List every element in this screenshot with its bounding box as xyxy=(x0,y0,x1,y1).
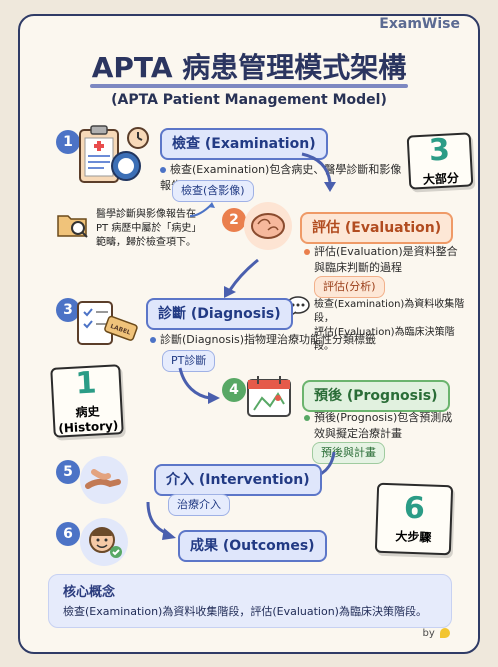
paper-history: 1 病史 (History) xyxy=(50,364,124,438)
step-2-tag: 評估(分析) xyxy=(314,276,385,298)
core-concept-title: 核心概念 xyxy=(63,585,116,600)
clipboard-icon xyxy=(70,120,150,190)
left-note-line1: 醫學診斷與影像報告在 xyxy=(96,209,196,220)
checklist-label-icon: LABEL xyxy=(72,296,138,348)
right-note: 檢查(Examination)為資料收集階段， 評估(Evaluation)為臨… xyxy=(314,298,474,354)
step-4-desc: 預後(Prognosis)包含預測成 效與擬定治療計畫 xyxy=(304,410,464,442)
step-4-title: 預後 (Prognosis) xyxy=(302,380,450,412)
brand-logo: ExamWise xyxy=(379,16,460,32)
page-title: APTA 病患管理模式架構 xyxy=(91,51,407,84)
core-concept-text: 檢查(Examination)為資料收集階段，評估(Evaluation)為臨床… xyxy=(63,605,427,618)
paper-history-line2: (History) xyxy=(58,417,119,436)
paper-6-steps: 6 大步驟 xyxy=(374,482,454,556)
step-3-desc-text: 診斷(Diagnosis)指物理治療功能性分類標籤 xyxy=(160,333,377,346)
paper-3-parts: 3 大部分 xyxy=(406,131,474,190)
step-3-desc: 診斷(Diagnosis)指物理治療功能性分類標籤 xyxy=(150,332,400,348)
flow-arrow-icon xyxy=(224,258,259,298)
step-2-desc: 評估(Evaluation)是資料整合 與臨床判斷的過程 xyxy=(304,244,464,276)
step-3-title: 診斷 (Diagnosis) xyxy=(146,298,293,330)
step-6-number: 6 xyxy=(56,522,80,546)
step-1-tag: 檢查(含影像) xyxy=(172,180,254,202)
paper-3-label: 大部分 xyxy=(422,170,460,187)
paper-history-number: 1 xyxy=(74,365,98,402)
step-2-desc-line1: 評估(Evaluation)是資料整合 xyxy=(314,245,458,258)
step-6-title: 成果 (Outcomes) xyxy=(178,530,327,562)
paper-6-label: 大步驟 xyxy=(395,528,432,545)
left-note-line2: PT 病歷中屬於「病史」 xyxy=(96,223,202,234)
calendar-map-icon xyxy=(244,374,294,420)
step-3-number: 3 xyxy=(56,298,80,322)
step-1-number: 1 xyxy=(56,130,80,154)
core-concept-box: 核心概念 檢查(Examination)為資料收集階段，評估(Evaluatio… xyxy=(48,574,452,628)
step-3-tag: PT診斷 xyxy=(162,350,216,372)
flow-arrow-icon xyxy=(146,501,176,540)
step-4-desc-line2: 效與擬定治療計畫 xyxy=(314,427,402,440)
step-2-desc-line2: 與臨床判斷的過程 xyxy=(314,261,402,274)
right-note-line1: 檢查(Examination)為資料收集階段， xyxy=(314,299,465,324)
author-credit: by xyxy=(423,628,450,639)
paper-3-number: 3 xyxy=(428,131,451,169)
step-5-title: 介入 (Intervention) xyxy=(154,464,322,496)
left-note-line3: 範疇，歸於檢查項下。 xyxy=(96,237,196,248)
flow-arrow-icon xyxy=(178,367,220,404)
step-2-title: 評估 (Evaluation) xyxy=(300,212,454,244)
title-underline xyxy=(90,84,408,88)
note-arrow-icon xyxy=(189,202,215,217)
page-subtitle: (APTA Patient Management Model) xyxy=(111,92,387,108)
bullet-icon xyxy=(160,167,166,173)
patient-smile-icon xyxy=(80,518,128,566)
bullet-icon xyxy=(304,249,310,255)
step-2-number: 2 xyxy=(222,208,246,232)
step-1-desc: 檢查(Examination)包含病史、醫學診斷和影像報告 xyxy=(160,162,410,194)
left-note: 醫學診斷與影像報告在 PT 病歷中屬於「病史」 範疇，歸於檢查項下。 xyxy=(96,208,206,250)
step-1-title: 檢查 (Examination) xyxy=(160,128,328,160)
therapy-hands-icon xyxy=(80,456,128,504)
right-note-line2: 評估(Evaluation)為臨床決策階段。 xyxy=(314,327,455,352)
bullet-icon xyxy=(304,415,310,421)
brain-icon xyxy=(244,202,292,250)
folder-search-icon xyxy=(56,208,90,240)
step-4-number: 4 xyxy=(222,378,246,402)
author-credit-text: by xyxy=(422,628,435,639)
flow-arrow-icon xyxy=(301,152,336,192)
bullet-icon xyxy=(150,337,156,343)
banana-icon xyxy=(440,628,450,638)
paper-6-number: 6 xyxy=(403,490,426,526)
step-5-number: 5 xyxy=(56,460,80,484)
step-5-tag: 治療介入 xyxy=(168,494,230,516)
paper-history-line1: 病史 xyxy=(75,403,100,420)
step-4-desc-line1: 預後(Prognosis)包含預測成 xyxy=(314,411,453,424)
